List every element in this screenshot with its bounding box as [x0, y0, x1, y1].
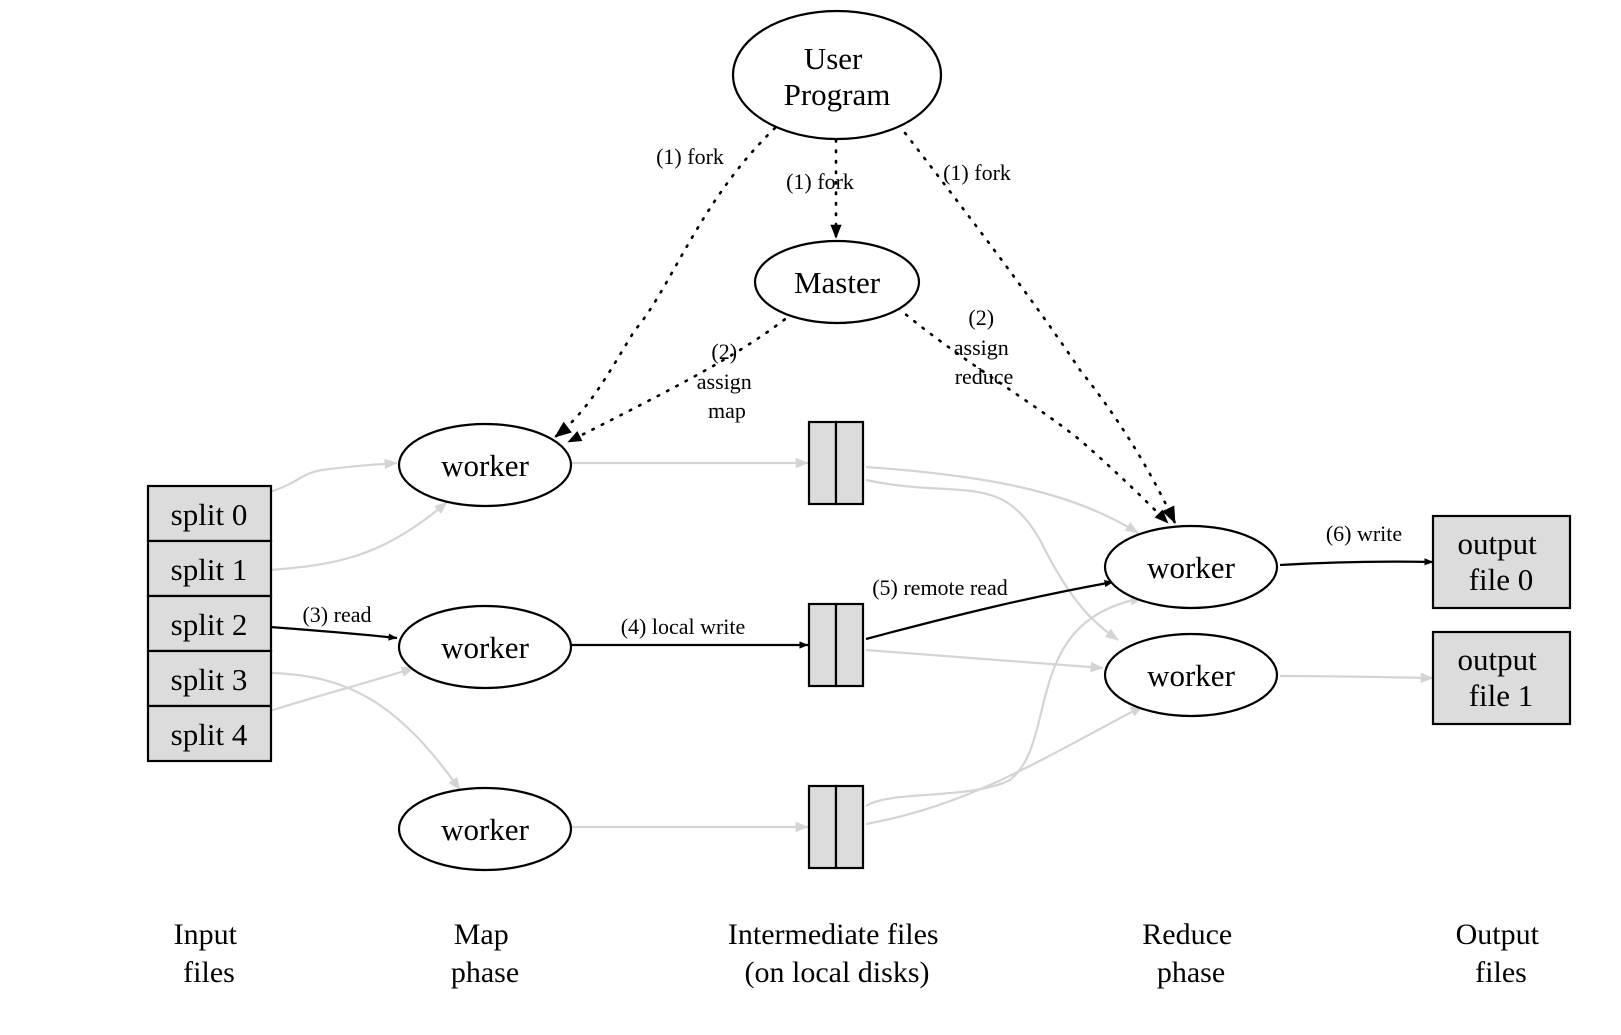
user-program-label: User Program — [784, 41, 891, 112]
map-worker-3: worker — [397, 786, 573, 872]
input-files: split 0 split 1 split 2 split 3 split 4 — [146, 484, 273, 763]
output-files: output file 0 output file 1 — [1431, 514, 1572, 726]
input-split-2: split 2 — [146, 594, 273, 653]
assign-reduce-label: (2) assign reduce — [954, 305, 1015, 389]
map-worker-2-label: worker — [441, 630, 529, 665]
phase-labels: Input files Map phase Intermediate files… — [174, 918, 1547, 989]
remote-read-label: (5) remote read — [872, 575, 1008, 600]
fork-edge-right — [903, 131, 1177, 525]
intermediate-files — [807, 420, 865, 870]
intermediate-3-to-reduce-worker-1 — [865, 595, 1144, 807]
intermediate-file-1 — [807, 420, 865, 506]
map-worker-1: worker — [397, 422, 573, 508]
fork-label-center: (1) fork — [786, 169, 854, 194]
output-file-1-label: output file 1 — [1458, 642, 1545, 713]
phase-label-output: Output files — [1456, 918, 1547, 989]
intermediate-2-to-reduce-worker-2 — [865, 648, 1104, 673]
phase-label-input: Input files — [174, 918, 245, 989]
write-label: (6) write — [1326, 521, 1402, 546]
reduce-worker-1: worker — [1103, 524, 1279, 610]
input-split-3: split 3 — [146, 649, 273, 708]
intermediate-3-to-reduce-worker-2 — [865, 705, 1144, 826]
master-label: Master — [794, 265, 881, 300]
split-label: split 1 — [171, 552, 248, 587]
output-file-0: output file 0 — [1431, 514, 1572, 610]
split-label: split 2 — [171, 607, 248, 642]
phase-label-reduce: Reduce phase — [1142, 918, 1239, 989]
phase-label-map: Map phase — [451, 918, 519, 989]
map-worker-2: worker — [397, 604, 573, 690]
edges — [269, 126, 1434, 833]
phase-label-intermediate: Intermediate files (on local disks) — [728, 918, 946, 989]
split-label: split 4 — [171, 717, 248, 752]
map-worker-3-label: worker — [441, 812, 529, 847]
reduce-worker-2-to-output-file-1 — [1279, 672, 1434, 683]
write-edge — [1279, 558, 1434, 567]
master-node: Master — [753, 239, 921, 325]
local-write-label: (4) local write — [621, 614, 746, 639]
edge-labels: (1) fork (1) fork (1) fork (2) assign ma… — [302, 144, 1402, 639]
assign-map-edge — [566, 311, 795, 444]
reduce-worker-2: worker — [1103, 632, 1279, 718]
map-worker-1-label: worker — [441, 448, 529, 483]
fork-label-left: (1) fork — [656, 144, 724, 169]
reduce-worker-1-label: worker — [1147, 550, 1235, 585]
assign-reduce-edge — [896, 306, 1170, 525]
split4-to-map-worker-2 — [269, 666, 415, 713]
read-label: (3) read — [302, 602, 371, 627]
input-split-4: split 4 — [146, 704, 273, 763]
intermediate-file-3 — [807, 784, 865, 870]
split3-to-map-worker-3 — [269, 671, 461, 791]
intermediate-1-to-reduce-worker-1 — [865, 465, 1139, 534]
user-program-node: User Program — [731, 9, 943, 141]
intermediate-file-2 — [807, 602, 865, 688]
input-split-1: split 1 — [146, 539, 273, 598]
input-split-0: split 0 — [146, 484, 273, 543]
split0-to-map-worker-1 — [269, 458, 398, 494]
output-file-0-label: output file 0 — [1458, 526, 1545, 597]
split1-to-map-worker-1 — [269, 501, 448, 572]
fork-label-right: (1) fork — [943, 160, 1011, 185]
read-edge — [269, 625, 398, 641]
remote-read-edge — [865, 579, 1114, 641]
intermediate-1-to-reduce-worker-2 — [865, 478, 1119, 641]
split-label: split 0 — [171, 497, 248, 532]
reduce-worker-2-label: worker — [1147, 658, 1235, 693]
assign-map-label: (2) assign map — [697, 339, 758, 423]
output-file-1: output file 1 — [1431, 630, 1572, 726]
split-label: split 3 — [171, 662, 248, 697]
